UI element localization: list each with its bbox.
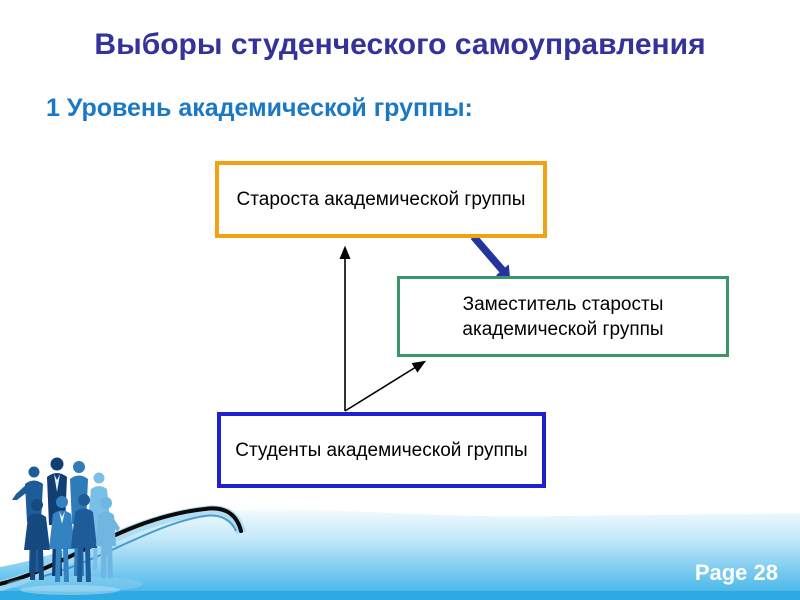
diagram-box-label: Староста академической группы	[236, 189, 526, 210]
slide-title: Выборы студенческого самоуправления	[94, 28, 706, 61]
diagram-box-starosta: Староста академической группы	[215, 161, 547, 238]
diagram-box-zamestitel: Заместитель старосты академической групп…	[397, 276, 729, 357]
page-number-label: Page 28	[694, 560, 778, 585]
diagram-box-studenty: Студенты академической группы	[217, 412, 546, 488]
diagram-box-label: Студенты академической группы	[235, 439, 528, 461]
person-silhouette	[96, 497, 120, 578]
slide-subtitle: 1 Уровень академической группы:	[46, 94, 473, 122]
person-silhouette	[49, 496, 75, 582]
diagram-box-label: Заместитель старосты академической групп…	[462, 293, 664, 340]
reflection-shape	[20, 585, 120, 595]
diagram-arrows	[339, 232, 512, 412]
person-silhouette	[24, 499, 50, 580]
arrow-starosta-to-zamestitel	[468, 232, 512, 281]
person-silhouette	[71, 494, 97, 582]
arrow-students-to-zamestitel	[344, 360, 427, 412]
footer-wave-band	[0, 509, 800, 600]
people-silhouettes-image	[7, 457, 143, 595]
